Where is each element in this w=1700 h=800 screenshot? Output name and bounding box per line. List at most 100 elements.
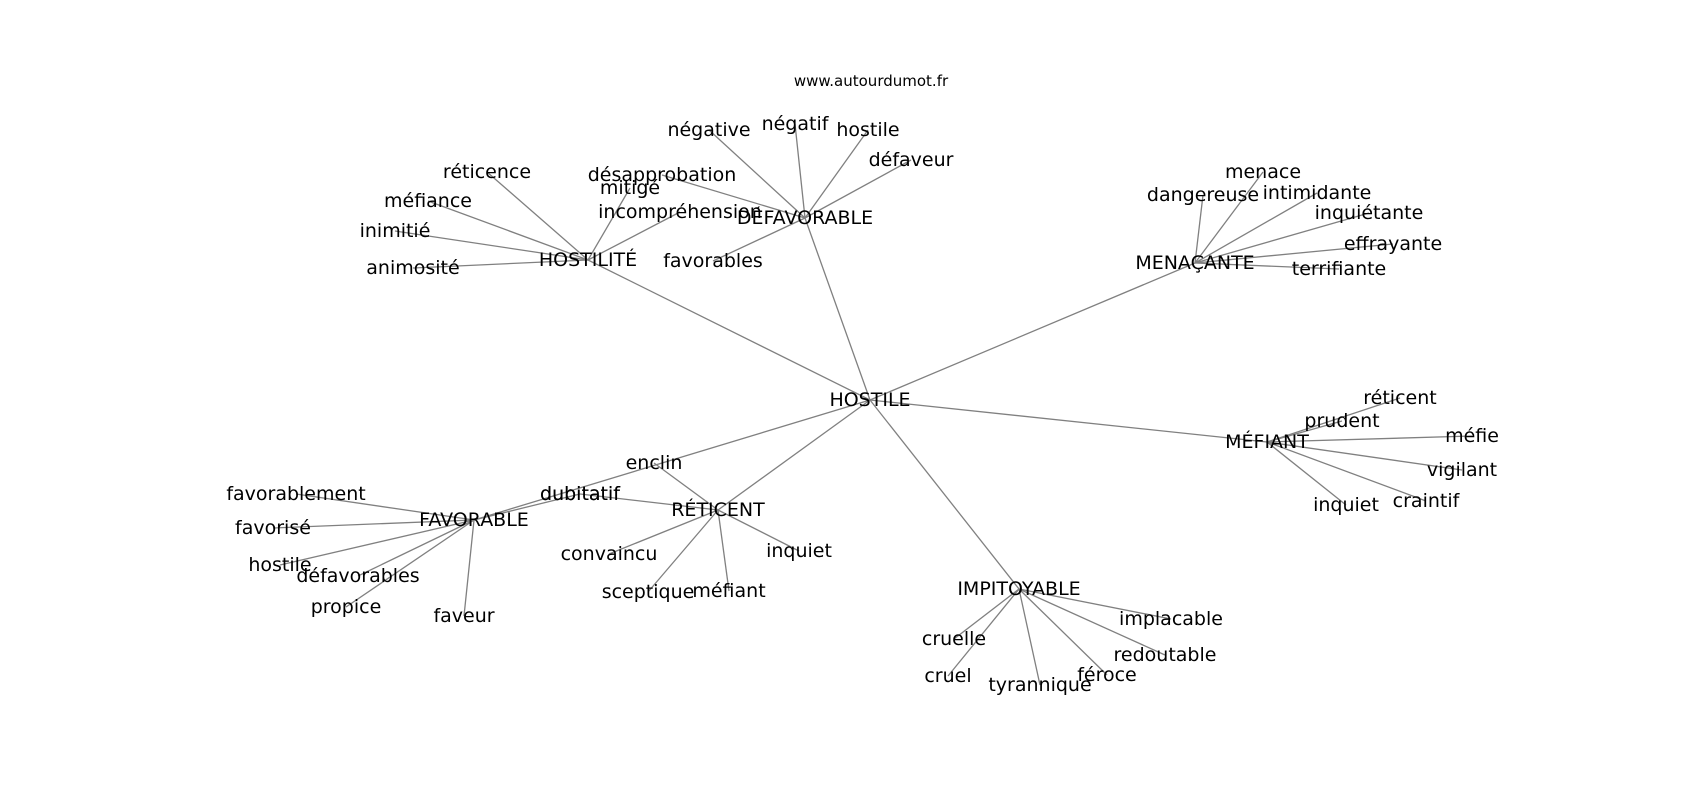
edge-root-to-mefiant (869, 399, 1268, 443)
edge-impitoyable-to-cruelle (953, 588, 1020, 640)
edge-favorable-to-propice (345, 519, 475, 608)
leaf-node-hostile[interactable]: hostile (836, 119, 899, 141)
leaf-node-effrayante[interactable]: effrayante (1344, 233, 1442, 255)
hub-node-impitoyable[interactable]: IMPITOYABLE (957, 578, 1080, 600)
edge-impitoyable-to-feroce (1018, 588, 1108, 676)
edge-root-to-hostilite (587, 259, 871, 401)
leaf-node-dubitatif[interactable]: dubitatif (540, 483, 621, 505)
leaf-node-desapprobation[interactable]: désapprobation (588, 164, 737, 186)
leaf-node-enclin[interactable]: enclin (626, 452, 683, 474)
edge-defavorable-to-negatif (794, 123, 806, 219)
leaf-node-faveur[interactable]: faveur (433, 605, 494, 627)
edge-defavorable-to-negative (708, 129, 806, 219)
edge-impitoyable-to-redoutable (1018, 588, 1166, 656)
edge-menacante-to-menace (1194, 171, 1264, 264)
root-node-hostile[interactable]: HOSTILE (829, 389, 910, 411)
leaf-node-mitige[interactable]: mitigé (600, 177, 660, 199)
edge-reticent-to-enclin (653, 462, 719, 511)
leaf-node-mefiant[interactable]: méfiant (692, 580, 765, 602)
hub-node-defavorable[interactable]: DÉFAVORABLE (737, 206, 873, 229)
edge-favorable-to-dubitatif (473, 493, 581, 521)
edge-menacante-to-terrifiante (1194, 262, 1340, 270)
leaf-node-negative[interactable]: négative (667, 119, 750, 141)
edge-hostilite-to-mitige (587, 187, 631, 261)
leaf-node-vigilant[interactable]: vigilant (1427, 459, 1497, 481)
leaf-node-dangereuse[interactable]: dangereuse (1147, 184, 1259, 206)
edge-mefiant-to-reticent (1266, 397, 1401, 443)
edge-favorable-to-favorablement (295, 493, 475, 521)
leaf-node-tyrannique[interactable]: tyrannique (988, 674, 1091, 696)
edge-root-to-menacante (869, 262, 1196, 401)
edge-defavorable-to-defaveur (804, 159, 912, 219)
edge-mefiant-to-craintif (1266, 441, 1427, 502)
leaf-node-incomprehension[interactable]: incompréhension (598, 201, 762, 223)
edge-hostilite-to-inimitie (394, 230, 589, 261)
leaf-node-reticence[interactable]: réticence (443, 161, 531, 183)
edge-hostilite-to-mefiance (427, 200, 589, 261)
leaf-node-favorablement[interactable]: favorablement (226, 483, 365, 505)
edge-menacante-to-dangereuse (1194, 194, 1204, 264)
hub-node-favorable[interactable]: FAVORABLE (419, 509, 529, 531)
graph-labels: HOSTILE HOSTILITÉ réticence méfiance inimiti… (226, 113, 1499, 696)
leaf-node-propice[interactable]: propice (311, 596, 382, 618)
edge-reticent-to-mefiant (717, 509, 730, 592)
leaf-node-implacable[interactable]: implacable (1119, 608, 1223, 630)
edge-reticent-to-inquiet (717, 509, 800, 552)
leaf-node-mefiance[interactable]: méfiance (384, 190, 472, 212)
leaf-node-negatif[interactable]: négatif (762, 113, 830, 135)
edge-defavorable-to-desapprobation (661, 174, 806, 219)
edge-favorable-to-defavorables (357, 519, 475, 577)
leaf-node-terrifiante[interactable]: terrifiante (1292, 258, 1387, 280)
leaf-node-defaveur[interactable]: défaveur (869, 149, 954, 171)
site-credit: www.autourdumot.fr (793, 72, 949, 90)
edge-root-to-defavorable (804, 217, 871, 401)
leaf-node-cruel[interactable]: cruel (924, 665, 971, 687)
leaf-node-intimidante[interactable]: intimidante (1263, 182, 1372, 204)
edge-defavorable-to-hostile (804, 129, 869, 219)
edge-favorable-to-faveur (463, 519, 475, 617)
edge-menacante-to-inquietante (1194, 212, 1370, 264)
edge-defavorable-to-favorables (712, 217, 806, 262)
leaf-node-sceptique[interactable]: sceptique (602, 581, 695, 603)
hub-node-reticent[interactable]: RÉTICENT (671, 498, 765, 521)
edge-reticent-to-dubitatif (579, 493, 719, 511)
hub-node-menacante[interactable]: MENAÇANTE (1135, 252, 1254, 274)
leaf-node-prudent[interactable]: prudent (1304, 410, 1379, 432)
leaf-node-redoutable[interactable]: redoutable (1114, 644, 1217, 666)
leaf-node-convaincu[interactable]: convaincu (561, 543, 658, 565)
edge-favorable-to-hostile (279, 519, 475, 566)
leaf-node-favorables[interactable]: favorables (663, 250, 763, 272)
hub-node-hostilite[interactable]: HOSTILITÉ (539, 248, 637, 271)
edge-reticent-to-convaincu (608, 509, 719, 555)
leaf-node-inimitie[interactable]: inimitié (360, 220, 431, 242)
leaf-node-craintif[interactable]: craintif (1393, 490, 1461, 512)
leaf-node-menace[interactable]: menace (1225, 161, 1301, 183)
edge-root-to-favorable (473, 399, 871, 521)
edge-mefiant-to-inquiet (1266, 441, 1347, 506)
edge-hostilite-to-incomprehension (587, 211, 681, 261)
leaf-node-dubitatif[interactable]: dubitatif (540, 483, 621, 505)
leaf-node-inquiet[interactable]: inquiet (766, 540, 832, 562)
edge-hostilite-to-animosite (412, 259, 589, 269)
edge-favorable-to-favorise (272, 519, 475, 529)
edge-menacante-to-intimidante (1194, 192, 1318, 264)
graph-edges (272, 123, 1473, 686)
leaf-node-reticent[interactable]: réticent (1363, 387, 1436, 409)
edge-menacante-to-effrayante (1194, 243, 1394, 264)
leaf-node-inquiet[interactable]: inquiet (1313, 494, 1379, 516)
edge-mefiant-to-vigilant (1266, 441, 1463, 471)
leaf-node-cruelle[interactable]: cruelle (922, 628, 986, 650)
edge-root-to-impitoyable (869, 399, 1020, 590)
leaf-node-inquietante[interactable]: inquiétante (1315, 202, 1424, 224)
hub-node-mefiant[interactable]: MÉFIANT (1225, 430, 1309, 453)
edge-root-to-reticent (717, 399, 871, 511)
leaf-node-hostile[interactable]: hostile (248, 554, 311, 576)
leaf-node-feroce[interactable]: féroce (1077, 664, 1137, 686)
edge-mefiant-to-prudent (1266, 420, 1343, 443)
leaf-node-mefie[interactable]: méfie (1445, 425, 1499, 447)
leaf-node-animosite[interactable]: animosité (366, 257, 459, 279)
leaf-node-defavorables[interactable]: défavorables (296, 565, 419, 587)
leaf-node-favorise[interactable]: favorisé (235, 517, 311, 539)
